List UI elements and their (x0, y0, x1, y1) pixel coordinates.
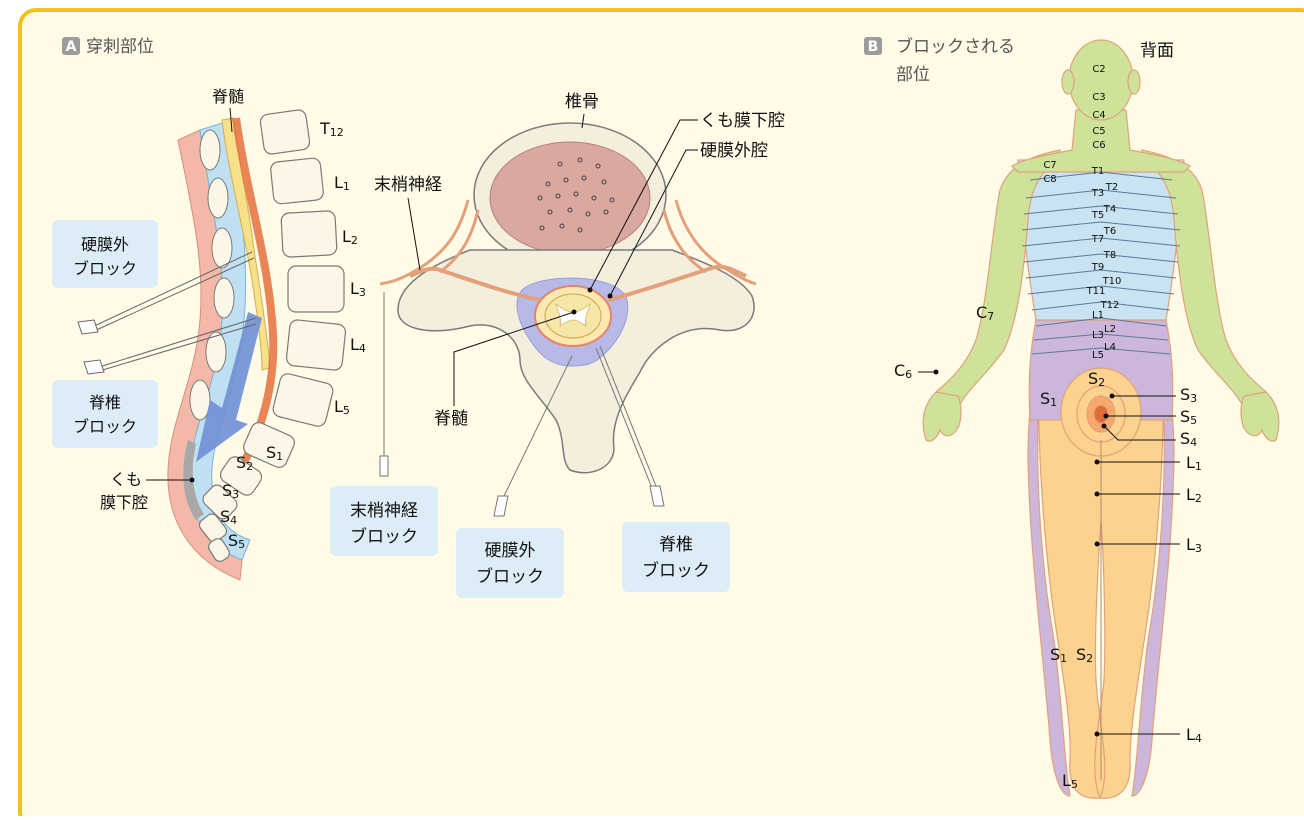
vertebral-body-inner (490, 142, 650, 254)
small-label-t8: T8 (1103, 250, 1116, 261)
box-spinal-line1: 脊椎 (89, 393, 121, 412)
small-label-c8: C8 (1043, 174, 1056, 185)
needle-hub-peripheral (380, 456, 388, 476)
small-label-t2: T2 (1105, 182, 1118, 193)
panel-b-badge-letter: B (868, 39, 879, 55)
spinous-4 (214, 278, 234, 318)
label-subarachnoid-space: くも膜下腔 (700, 111, 785, 131)
small-label-l1: L1 (1092, 310, 1104, 321)
box-spinal-block-2 (622, 522, 730, 592)
box-spinal2-line1: 脊椎 (659, 535, 693, 555)
small-label-c4: C4 (1092, 110, 1105, 121)
box-epidural-line2: ブロック (73, 259, 137, 278)
vertebra-l4 (286, 319, 347, 371)
spinous-2 (208, 178, 228, 218)
spinous-3 (212, 228, 232, 268)
leader-c6-dot (934, 370, 939, 375)
needle-hub-2 (84, 360, 104, 374)
small-label-t3: T3 (1091, 188, 1104, 199)
box-peripheral-line2: ブロック (350, 526, 418, 547)
leader-epidural-space-dot (608, 294, 613, 299)
small-label-c3: C3 (1092, 92, 1105, 103)
box-peripheral-line1: 末梢神経 (350, 501, 418, 521)
small-label-t6: T6 (1103, 226, 1116, 237)
box-epidural-block-2 (456, 528, 564, 598)
small-label-t5: T5 (1091, 210, 1104, 221)
small-label-t4: T4 (1103, 204, 1116, 215)
small-label-c6: C6 (1092, 140, 1105, 151)
small-label-l3: L3 (1092, 330, 1104, 341)
box-epidural-line1: 硬膜外 (81, 235, 129, 254)
label-back-view: 背面 (1140, 41, 1174, 61)
small-label-t9: T9 (1091, 262, 1104, 273)
small-label-l2: L2 (1104, 324, 1116, 335)
vertebra-l3 (288, 266, 344, 312)
leader-subarachnoid-space-dot (588, 288, 593, 293)
small-label-l4: L4 (1104, 342, 1116, 353)
vertebra-l1 (270, 158, 324, 205)
box-epidural2-line1: 硬膜外 (485, 541, 536, 561)
label-spinal-cord-top: 脊髄 (212, 87, 244, 106)
leader-subarachnoid-dot (190, 478, 195, 483)
needle-hub-1 (78, 320, 98, 334)
small-label-c2: C2 (1092, 64, 1105, 75)
panel-a-title: 穿刺部位 (86, 37, 154, 57)
ear-left (1062, 70, 1074, 94)
vertebra-t12 (259, 109, 310, 155)
box-spinal-block (52, 380, 158, 448)
label-subarachnoid-1: くも (110, 470, 142, 489)
small-label-t7: T7 (1091, 234, 1104, 245)
leader-spinal-cord-cross-dot (572, 310, 577, 315)
ear-right (1128, 70, 1140, 94)
box-spinal-line2: ブロック (73, 417, 137, 436)
label-vertebra: 椎骨 (565, 92, 599, 112)
label-peripheral-nerve: 末梢神経 (374, 175, 442, 195)
small-label-t1: T1 (1091, 166, 1104, 177)
label-subarachnoid-2: 膜下腔 (100, 493, 148, 512)
panel-b-title-2: 部位 (896, 65, 930, 85)
label-spinal-cord-cross: 脊髄 (434, 409, 468, 429)
vertebra-l2 (281, 211, 337, 258)
small-label-t11: T11 (1086, 286, 1106, 297)
panel-a-badge-letter: A (66, 39, 77, 55)
small-label-c7: C7 (1043, 160, 1056, 171)
head (1069, 40, 1133, 120)
small-label-c5: C5 (1092, 126, 1105, 137)
panel-b-title-1: ブロックされる (896, 36, 1015, 57)
box-spinal2-line2: ブロック (642, 560, 710, 581)
box-epidural2-line2: ブロック (476, 566, 544, 587)
label-epidural-space: 硬膜外腔 (700, 141, 768, 161)
small-label-l5: L5 (1092, 350, 1104, 361)
spinous-1 (200, 130, 220, 170)
